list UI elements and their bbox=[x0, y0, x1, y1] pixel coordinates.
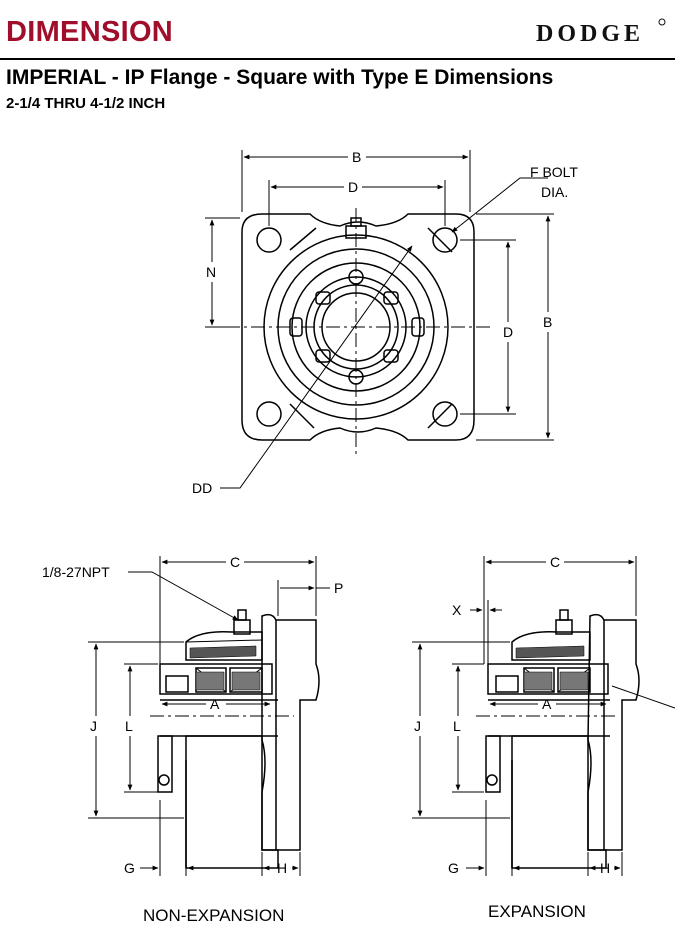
bolt-hole bbox=[256, 227, 282, 253]
centerlines bbox=[226, 208, 490, 458]
dim-label-l: L bbox=[453, 718, 461, 734]
caption-expansion: EXPANSION bbox=[488, 902, 586, 921]
dim-label-a: A bbox=[542, 696, 552, 712]
dim-label-npt: 1/8-27NPT bbox=[42, 564, 110, 580]
dim-label-f-bolt-dia: DIA. bbox=[541, 184, 568, 200]
registered-mark-icon bbox=[658, 18, 666, 26]
dim-label-j: J bbox=[90, 718, 97, 734]
caption-non-expansion: NON-EXPANSION bbox=[143, 906, 285, 925]
page-heading: IMPERIAL - IP Flange - Square with Type … bbox=[6, 66, 554, 89]
dim-label-g: G bbox=[448, 860, 459, 876]
dodge-logo: DODGE bbox=[536, 18, 666, 47]
dim-label-p: P bbox=[334, 580, 343, 596]
dodge-logo-text: DODGE bbox=[536, 21, 644, 47]
dim-label-d-top: D bbox=[348, 179, 358, 195]
dim-label-c: C bbox=[550, 554, 560, 570]
page-title: DIMENSION bbox=[6, 16, 174, 48]
bolt-hole bbox=[256, 401, 282, 427]
bolt-hole bbox=[432, 227, 458, 253]
bolt-hole bbox=[432, 401, 458, 427]
dim-label-j: J bbox=[414, 718, 421, 734]
dim-label-a: A bbox=[210, 696, 220, 712]
page-subheading: 2-1/4 THRU 4-1/2 INCH bbox=[6, 95, 166, 112]
dim-label-f-bolt: F BOLT bbox=[530, 164, 578, 180]
dim-label-h: H bbox=[600, 860, 610, 876]
dim-label-c: C bbox=[230, 554, 240, 570]
dim-label-b-top: B bbox=[352, 149, 361, 165]
dim-label-d-right: D bbox=[503, 324, 513, 340]
dim-label-n: N bbox=[206, 264, 216, 280]
dim-label-b-right: B bbox=[543, 314, 552, 330]
dim-label-dd: DD bbox=[192, 480, 212, 496]
dim-label-x: X bbox=[452, 602, 462, 618]
header-rule bbox=[0, 58, 675, 60]
dim-label-g: G bbox=[124, 860, 135, 876]
dim-label-h: H bbox=[277, 860, 287, 876]
dim-label-l: L bbox=[125, 718, 133, 734]
flange-outline bbox=[241, 213, 475, 441]
